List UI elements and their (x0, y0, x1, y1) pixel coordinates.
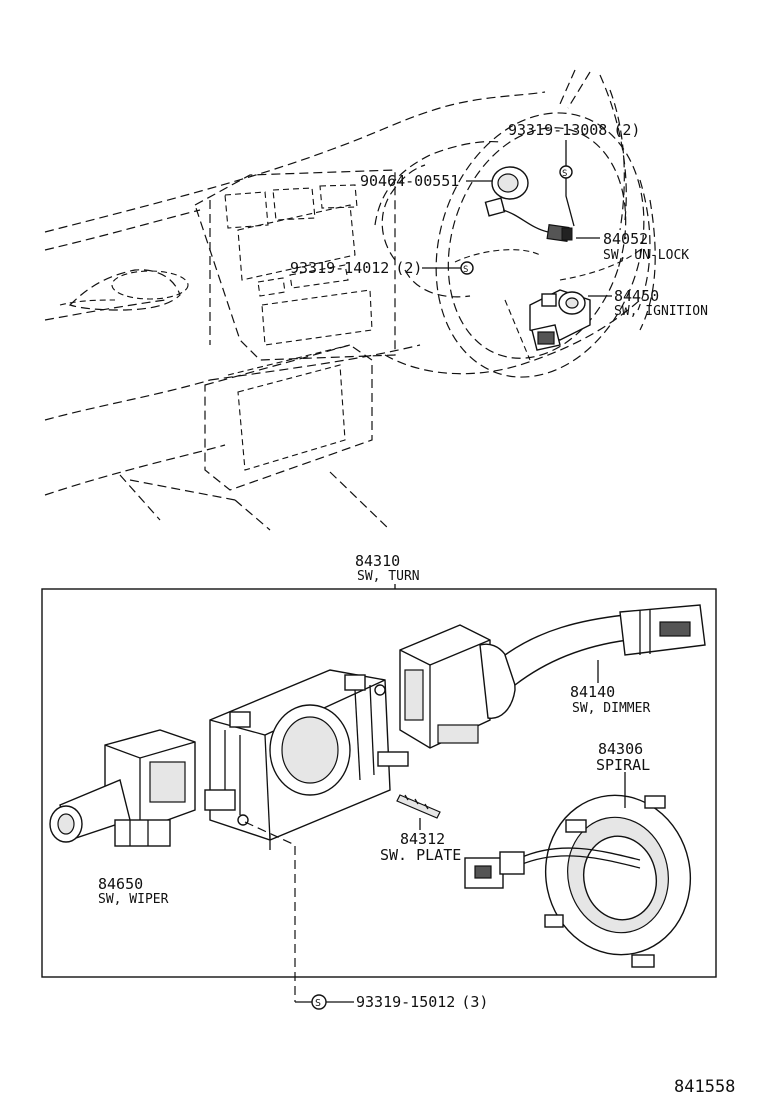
svg-text:S: S (463, 265, 468, 275)
wiper-switch (49, 729, 196, 847)
callout-84312: 84312 (400, 830, 445, 848)
label-sw-plate: SW. PLATE (380, 846, 461, 864)
screw-symbol-mid: S (460, 261, 474, 275)
callout-84052: 84052 (603, 230, 648, 248)
callout-93319-14012: 93319-14012(2) (290, 259, 422, 277)
screw-symbol-bottom: S (311, 994, 327, 1010)
screw-symbol-top: S (559, 165, 573, 179)
callout-84450: 84450 (614, 287, 659, 305)
label-sw-dimmer: SW, DIMMER (572, 701, 650, 716)
spiral-cable (464, 794, 692, 968)
callout-84650: 84650 (98, 875, 143, 893)
label-spiral: SPIRAL (596, 756, 650, 774)
turn-switch-box (41, 588, 717, 978)
callout-90464-00551: 90464-00551 (360, 172, 459, 190)
switch-plate-pin (396, 794, 441, 830)
label-sw-wiper: SW, WIPER (98, 892, 169, 907)
callout-84306: 84306 (598, 740, 643, 758)
dimmer-switch (399, 604, 706, 749)
steering-wheel (435, 112, 645, 378)
svg-text:S: S (562, 169, 567, 179)
callout-93319-13008: 93319-13008(2) (508, 121, 640, 139)
callout-93319-15012: 93319-15012(3) (356, 993, 488, 1011)
label-sw-turn: SW, TURN (357, 569, 420, 584)
callout-84140: 84140 (570, 683, 615, 701)
callout-84310: 84310 (355, 552, 400, 570)
ignition-switch (529, 289, 591, 351)
label-sw-ignition: SW, IGNITION (614, 304, 708, 319)
unlock-switch-assembly (484, 166, 573, 243)
svg-text:S: S (315, 998, 321, 1009)
label-sw-unlock: SW, UN-LOCK (603, 248, 689, 263)
turn-switch-body (204, 669, 409, 841)
dashboard-outline (44, 69, 656, 531)
diagram-id: 841558 (674, 1077, 735, 1097)
